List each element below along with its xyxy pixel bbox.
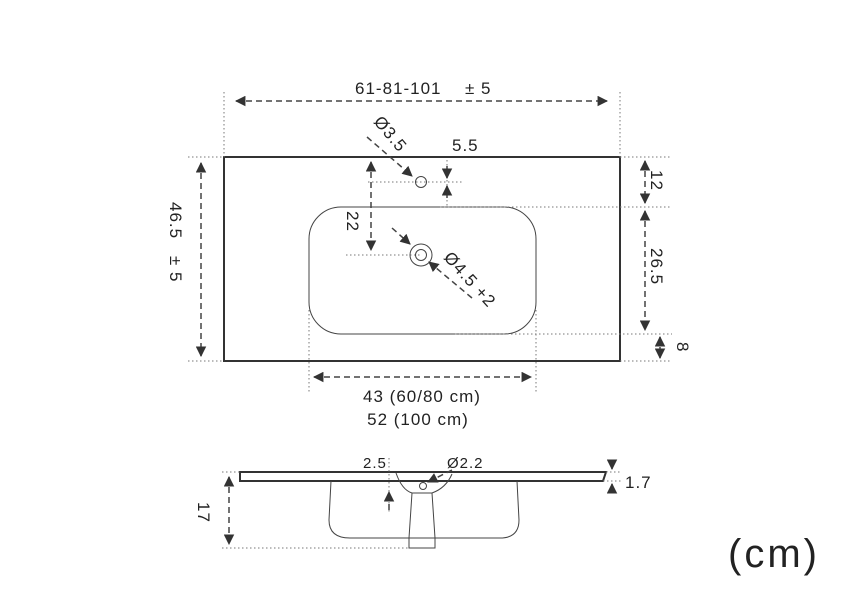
label-section-drain: Ø2.2 — [447, 455, 484, 472]
label-small-hole-offset: 5.5 — [452, 136, 479, 155]
top-view: 61-81-101 ± 5 5.5 Ø3.5 12 26.5 8 22 46.5… — [166, 79, 692, 429]
bowl-inner-curve — [395, 472, 453, 494]
label-total-height: 17 — [194, 502, 213, 523]
label-bowl-width-b: 52 (100 cm) — [367, 410, 469, 429]
label-overall-depth-tolerance: ± 5 — [166, 256, 185, 283]
dim-section-drain-leader — [427, 469, 453, 483]
label-front-margin: 8 — [673, 342, 692, 352]
label-total-width: 61-81-101 — [355, 79, 442, 98]
label-overall-depth: 46.5 — [166, 202, 185, 239]
bowl-outline — [308, 206, 537, 335]
label-top-margin: 12 — [647, 170, 666, 191]
section-drain-hole — [419, 482, 427, 490]
label-hole-drop: 22 — [343, 211, 362, 232]
label-bowl-width-a: 43 (60/80 cm) — [363, 387, 481, 406]
label-slab-thickness: 1.7 — [625, 473, 652, 492]
section-view: 2.5 Ø2.2 1.7 17 — [194, 455, 652, 549]
dim-drain-leader-in — [391, 227, 411, 245]
countertop-outline — [223, 156, 621, 362]
drain-pipe — [408, 492, 436, 549]
label-drain-diameter: Ø4.5 +2 — [440, 248, 500, 311]
label-bowl-depth: 26.5 — [647, 248, 666, 285]
tap-hole — [415, 176, 427, 188]
drain-inner — [415, 249, 427, 261]
label-section-offset: 2.5 — [363, 455, 387, 472]
label-small-hole-diameter: Ø3.5 — [370, 112, 411, 156]
unit-label: (cm) — [728, 532, 820, 576]
drain-outer — [409, 243, 433, 267]
slab-outline — [239, 471, 608, 482]
label-total-width-tolerance: ± 5 — [465, 79, 492, 98]
